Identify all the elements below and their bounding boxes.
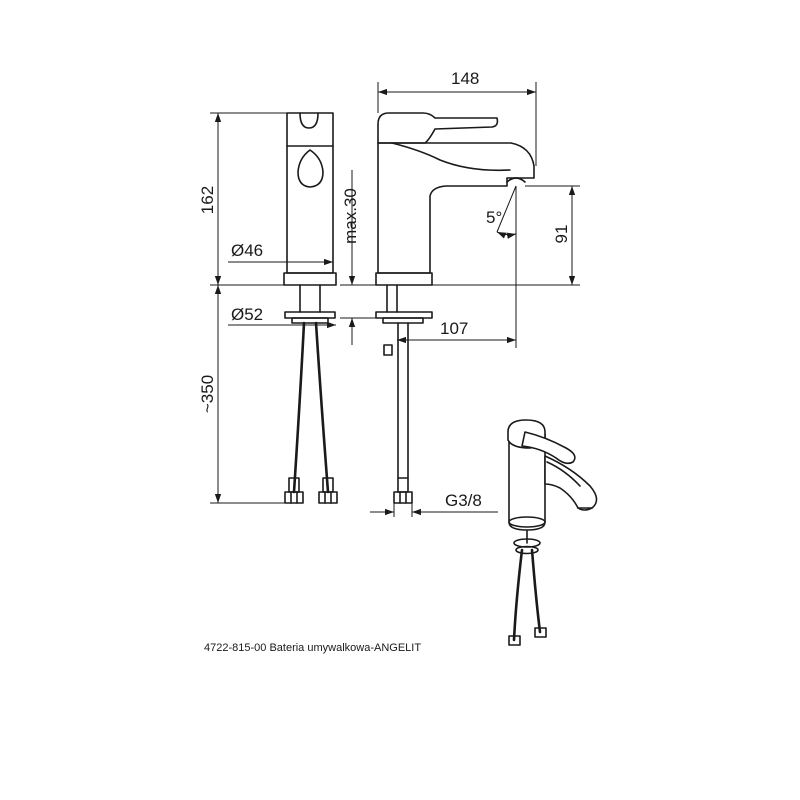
side-nut	[382, 317, 424, 324]
front-spout-outlet	[297, 149, 324, 188]
label-350: ~350	[198, 375, 217, 413]
iso-hose-right	[530, 548, 542, 634]
front-hose-nut-right	[318, 491, 338, 504]
dim-5deg-arc	[496, 231, 517, 239]
product-caption: 4722-815-00 Bateria umywalkowa-ANGELIT	[204, 642, 421, 654]
label-max30: max.30	[341, 188, 360, 244]
label-148: 148	[451, 69, 479, 88]
front-washer	[284, 311, 336, 319]
isometric-view	[507, 419, 598, 646]
side-washer	[375, 311, 433, 319]
front-body-outline	[286, 112, 334, 274]
front-hose-right	[314, 321, 330, 494]
front-hose-nut-left	[284, 491, 304, 504]
front-lever-notch	[299, 112, 319, 129]
front-view	[283, 112, 338, 504]
side-spout-inner-curve	[391, 142, 511, 172]
iso-washer-bottom	[515, 545, 539, 555]
label-d46: Ø46	[231, 241, 263, 260]
label-107: 107	[440, 319, 468, 338]
iso-hose-nut-right	[534, 627, 547, 638]
side-hose-nut	[393, 491, 413, 504]
side-hose-crimp	[397, 477, 409, 493]
front-base-ring	[283, 272, 337, 286]
iso-spout	[544, 455, 598, 509]
iso-body-bottom	[508, 516, 546, 528]
side-lever	[377, 112, 499, 144]
dim-5deg-slant	[496, 185, 517, 233]
dimension-labels: 148 162 Ø46 Ø52 ~350 max.30 5° 91 107 G3…	[198, 69, 571, 510]
side-base-ring	[375, 272, 433, 286]
dimension-lines	[210, 82, 580, 517]
label-162: 162	[198, 186, 217, 214]
front-nut	[291, 317, 329, 324]
label-91: 91	[552, 225, 571, 244]
side-view	[375, 112, 535, 504]
iso-hose-nut-left	[508, 635, 521, 646]
iso-hose-left	[512, 548, 524, 642]
side-aerator	[506, 177, 526, 183]
iso-spout-highlight	[546, 461, 581, 487]
iso-lever-handle	[521, 431, 576, 465]
label-g38: G3/8	[445, 491, 482, 510]
side-body-outline	[377, 142, 535, 274]
side-stud-end	[383, 344, 393, 356]
front-hose-left	[292, 321, 306, 494]
label-5deg: 5°	[486, 208, 502, 227]
label-d52: Ø52	[231, 305, 263, 324]
iso-spout-outlet	[577, 507, 593, 511]
